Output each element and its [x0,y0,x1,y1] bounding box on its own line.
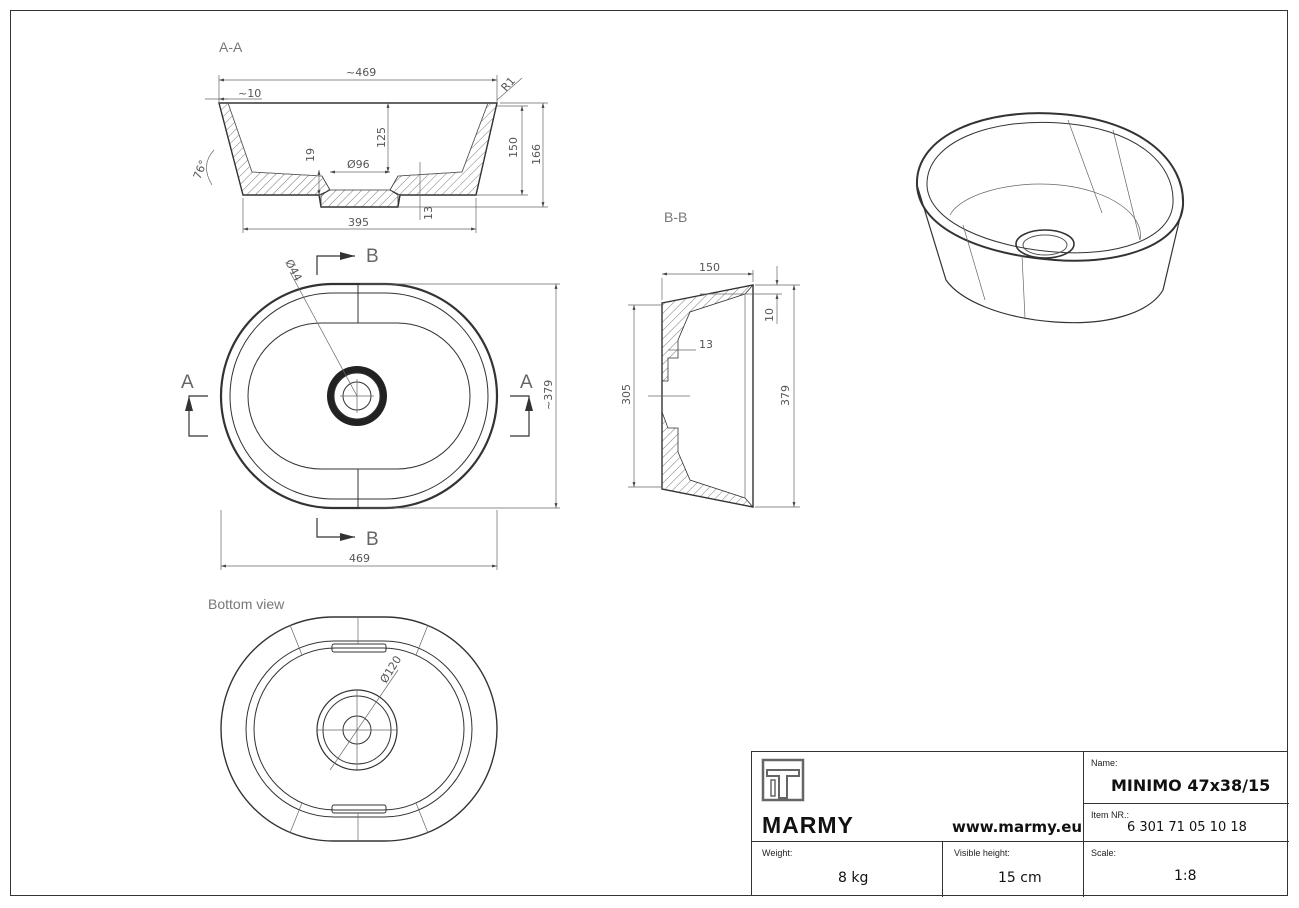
dim-bb-inner: 305 [620,384,633,405]
dim-aa-radius: R1 [499,74,518,94]
product-name: MINIMO 47x38/15 [1111,776,1271,795]
dim-aa-base: 395 [348,216,369,229]
dim-bb-outer: 379 [779,385,792,406]
plan-view: Ø44 B B A A 469 ~379 [181,246,560,570]
website-link[interactable]: www.marmy.eu [952,818,1083,836]
dim-aa-13: 13 [422,206,435,220]
dim-aa-150: 150 [507,137,520,158]
cut-a-right: A [520,372,533,393]
dim-plan-depth: ~379 [542,380,555,410]
item-cell: Item NR.: 6 301 71 05 10 18 [1084,804,1289,842]
dim-bb-rim: 10 [763,308,776,322]
name-cell: Name: MINIMO 47x38/15 [1084,752,1289,804]
brand-name: MARMY [762,812,854,838]
weight-value: 8 kg [838,870,869,886]
dim-bottom-ring: Ø120 [378,654,405,686]
dim-aa-19: 19 [304,148,317,162]
scale-cell: Scale: 1:8 [1084,842,1289,897]
weight-cell: Weight: 8 kg [752,842,943,897]
dim-aa-125: 125 [375,127,388,148]
name-label: Name: [1091,758,1118,768]
dim-aa-rim: ~10 [238,87,261,100]
cut-b-top: B [366,246,379,267]
visible-height-value: 15 cm [998,870,1042,886]
basin-3d-view [915,112,1185,324]
title-block: MARMY www.marmy.eu Name: MINIMO 47x38/15… [751,751,1289,897]
marmy-logo-icon [761,758,805,802]
scale-label: Scale: [1091,848,1117,858]
logo-cell: MARMY www.marmy.eu [752,752,1084,842]
section-bb-label: B-B [664,209,687,225]
dim-bb-13: 13 [699,338,713,351]
drawing-frame [10,10,1288,896]
weight-label: Weight: [762,848,793,858]
section-aa-label: A-A [219,39,243,55]
dim-aa-166: 166 [530,144,543,165]
dim-plan-hole: Ø44 [282,257,304,283]
dim-bb-top: 150 [699,261,720,274]
item-number: 6 301 71 05 10 18 [1127,820,1247,835]
visible-height-label: Visible height: [954,848,1010,858]
dim-plan-width: 469 [349,552,370,565]
visible-height-cell: Visible height: 15 cm [943,842,1084,897]
item-label: Item NR.: [1091,810,1130,820]
dim-aa-drain: Ø96 [347,158,370,171]
cut-b-bottom: B [366,529,379,550]
dim-aa-width: ~469 [346,66,376,79]
cut-a-left: A [181,372,194,393]
section-bb: B-B 150 10 13 305 379 [620,209,800,508]
bottom-view-label: Bottom view [208,596,285,612]
section-aa: A-A ~469 ~10 R1 76° 19 Ø96 125 150 1 [191,39,548,233]
bottom-view: Bottom view Ø120 [208,596,498,842]
scale-value: 1:8 [1174,868,1197,884]
